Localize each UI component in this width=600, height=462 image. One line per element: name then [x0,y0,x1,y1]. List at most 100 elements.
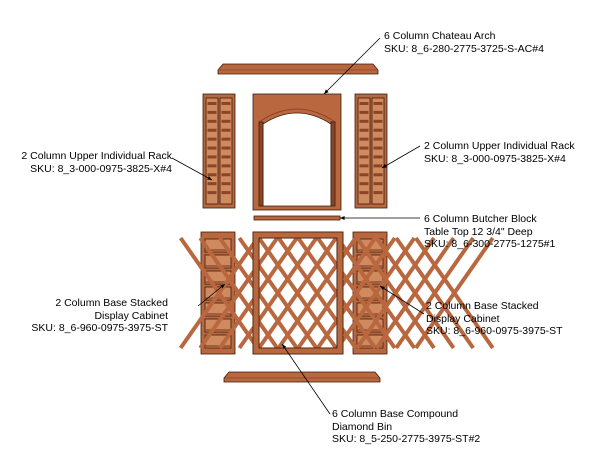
upper-rack-right-peg-1-2 [359,110,369,114]
upper-rack-right-peg-1-5 [359,137,369,141]
upper-right-sku: SKU: 8_3-000-0975-3825-X#4 [424,152,566,165]
upper-rack-right-peg-2-7 [373,155,383,159]
upper-rack-left-peg-2-7 [221,155,231,159]
upper-rack-right [354,93,388,209]
upper-rack-right-peg-2-6 [373,146,383,150]
upper-rack-left-peg-2-8 [221,164,231,168]
base-right-sku: SKU: 8_6-960-0975-3975-ST [426,325,563,337]
upper-rack-left-peg-2-11 [221,191,231,195]
chateau-arch [252,93,342,211]
diamond-leader-arrowhead [282,344,287,349]
upper-rack-left-column-2 [219,97,233,205]
upper-rack-left-peg-2-2 [221,110,231,114]
upper-rack-right-peg-2-3 [373,119,383,123]
base-left-callout: 2 Column Base Stacked Display Cabinet SK… [31,297,168,335]
upper-rack-right-peg-1-11 [359,191,369,195]
upper-rack-right-peg-2-9 [373,173,383,177]
upper-right-leader-arrowhead [382,164,387,168]
base-right-leader-line [379,285,425,315]
arch-name: 6 Column Chateau Arch [384,30,496,42]
arch-opening [262,112,332,207]
diamond-slat-b-4 [335,236,417,350]
diamond-slat-b-3 [316,236,397,350]
tabletop-sku: SKU: 8_6-300-2775-1275#1 [424,238,556,250]
crown-moulding-face [217,63,379,75]
upper-rack-right-column-1 [357,97,371,205]
upper-rack-left-peg-2-4 [221,128,231,132]
upper-rack-right-peg-2-8 [373,164,383,168]
upper-rack-left-peg-1-8 [207,164,217,168]
upper-rack-left-peg-2-1 [221,102,231,105]
upper-right-leader-line [381,145,421,169]
upper-left-sku: SKU: 8_3-000-0975-3825-X#4 [30,162,172,175]
upper-rack-right-peg-1-6 [359,146,369,150]
upper-left-callout: 2 Column Upper Individual Rack SKU: 8_3-… [21,150,172,175]
upper-rack-left-peg-1-1 [207,102,217,105]
cabinet-parts [178,63,495,383]
upper-rack-right-peg-2-5 [373,137,383,141]
upper-rack-left-peg-1-5 [207,137,217,141]
base-right-callout: 2 Column Base Stacked Display Cabinet SK… [426,300,563,338]
upper-rack-left-peg-1-3 [207,119,217,123]
arch-curve-trim [258,108,336,123]
diamond-line2: Diamond Bin [332,420,393,433]
diamond-slat-b-5 [355,236,436,350]
upper-rack-left-peg-2-6 [221,146,231,150]
arch-callout: 6 Column Chateau Arch SKU: 8_6-280-2775-… [384,30,544,55]
tabletop-slab [253,215,341,221]
upper-rack-left-peg-1-2 [207,110,217,114]
upper-rack-right-peg-1-8 [359,164,369,168]
upper-rack-right-peg-1-9 [359,173,369,177]
diamond-slat-b-7 [394,236,475,350]
upper-rack-right-peg-2-10 [373,182,383,186]
upper-rack-left-peg-2-9 [221,173,231,177]
leader-lines [171,37,425,415]
upper-rack-left-peg-1-10 [207,182,217,186]
upper-rack-right-peg-1-7 [359,155,369,159]
tabletop-leader-arrowhead [340,216,345,220]
diamond-bin [178,231,495,355]
diamond-callout: 6 Column Base Compound Diamond Bin SKU: … [332,408,480,446]
base-right-line2: Display Cabinet [426,312,500,325]
diamond-leader-line [281,343,331,415]
upper-rack-left [202,93,236,209]
base-left-leader-arrowhead [220,284,225,289]
tabletop-callout: 6 Column Butcher Block Table Top 12 3/4"… [424,213,555,251]
upper-rack-right-peg-2-1 [373,102,383,105]
upper-rack-right-peg-1-3 [359,119,369,123]
arch-right-pilaster [330,121,336,207]
upper-left-name: 2 Column Upper Individual Rack [21,150,172,162]
arch-leader-arrowhead [324,89,329,94]
upper-left-leader-line [171,157,213,181]
upper-rack-right-peg-1-1 [359,102,369,105]
base-right-line1: 2 Column Base Stacked [426,300,539,312]
diamond-slat-b--3 [198,236,279,350]
base-left-line1: 2 Column Base Stacked [55,297,168,309]
base-left-leader-line [197,283,226,307]
upper-right-name: 2 Column Upper Individual Rack [424,140,575,152]
arch-leader-line [323,37,381,95]
diamond-frame-mask [252,231,344,355]
tabletop-line2: Table Top 12 3/4" Deep [424,225,533,238]
diamond-slat-b-0 [257,236,338,350]
upper-rack-left-peg-2-10 [221,182,231,186]
upper-rack-left-peg-1-11 [207,191,217,195]
upper-rack-right-peg-2-11 [373,191,383,195]
upper-rack-left-peg-1-4 [207,128,217,132]
upper-left-leader-arrowhead [207,176,212,180]
upper-rack-left-peg-1-6 [207,146,217,150]
diamond-sku: SKU: 8_5-250-2775-3975-ST#2 [332,433,481,445]
diamond-slat-b--1 [237,236,319,350]
diamond-slat-b-8 [414,236,495,350]
base-cabinet-left [200,231,236,355]
upper-rack-right-peg-1-10 [359,182,369,186]
tabletop-line1: 6 Column Butcher Block [424,213,537,225]
upper-rack-right-column-2 [371,97,385,205]
upper-rack-left-peg-2-3 [221,119,231,123]
crown-moulding [217,63,379,75]
upper-rack-right-peg-2-2 [373,110,383,114]
upper-rack-left-peg-1-9 [207,173,217,177]
diamond-line1: 6 Column Base Compound [332,408,459,420]
